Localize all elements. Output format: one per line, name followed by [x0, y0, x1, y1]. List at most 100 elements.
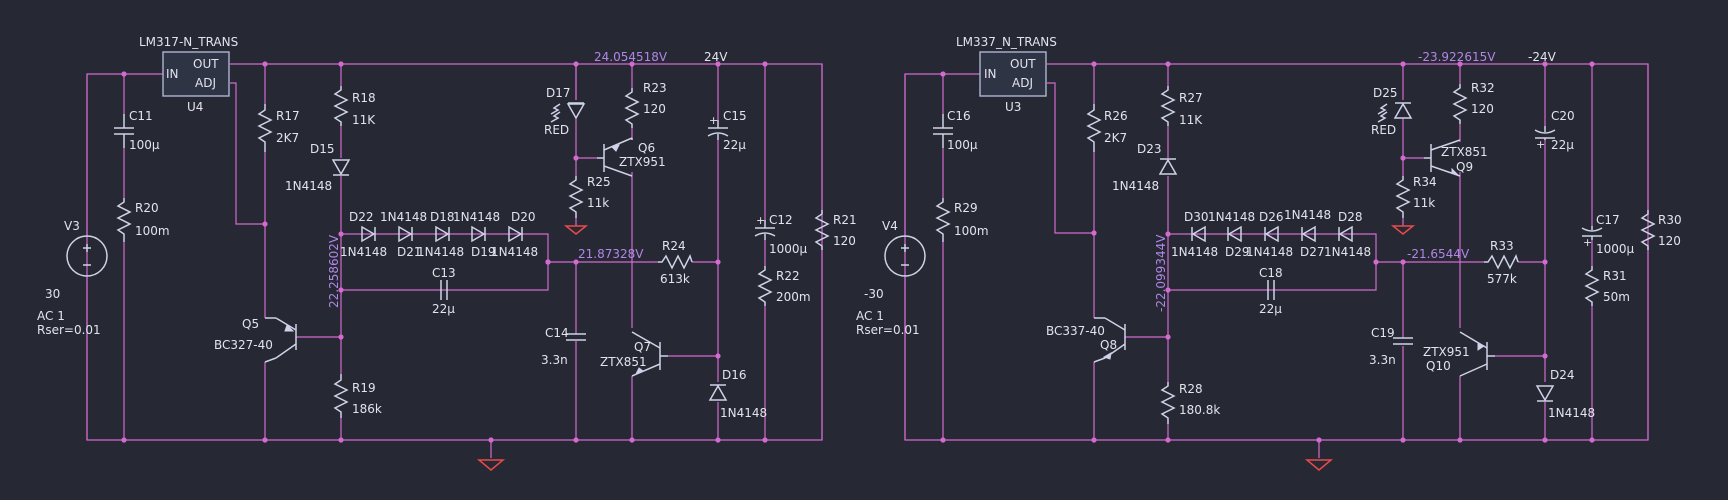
- d27-label: D27: [1300, 245, 1325, 259]
- transistor-q8[interactable]: BC337-40 Q8: [1046, 317, 1126, 363]
- diode-d19[interactable]: 1N4148 D19: [453, 210, 500, 259]
- diode-d27[interactable]: 1N4148 D27: [1284, 208, 1331, 259]
- d15-value: 1N4148: [285, 179, 332, 193]
- r27-label: R27: [1179, 91, 1203, 105]
- resistor-r24[interactable]: R24 613k: [658, 239, 693, 286]
- resistor-r26[interactable]: R26 2K7: [1086, 104, 1128, 152]
- r21-value: 120: [833, 234, 856, 248]
- d30-value: 1N4148: [1171, 245, 1218, 259]
- d24-label: D24: [1550, 368, 1575, 382]
- c20-label: C20: [1551, 109, 1575, 123]
- resistor-r18[interactable]: R18 11K: [333, 86, 376, 127]
- resistor-r21[interactable]: R21 120: [814, 210, 857, 250]
- diode-d24[interactable]: D24 1N4148: [1535, 368, 1595, 420]
- c15-plus: +: [709, 114, 718, 127]
- capacitor-c16[interactable]: C16 100µ: [933, 109, 978, 152]
- r24-value: 613k: [660, 272, 690, 286]
- resistor-r34[interactable]: R34 11k: [1395, 175, 1437, 218]
- diode-chain-right: D30 1N4148 1N4148 D29 D26 1N4148 1N4148 …: [1171, 208, 1371, 259]
- resistor-r33[interactable]: R33 577k: [1484, 239, 1519, 286]
- resistor-r19[interactable]: R19 186k: [333, 374, 382, 418]
- right-mid-voltage: -21.6544V: [1407, 247, 1470, 261]
- diode-d23[interactable]: D23 1N4148: [1112, 142, 1178, 193]
- diode-d26[interactable]: D26 1N4148: [1246, 210, 1293, 259]
- u4-pin-in: IN: [166, 67, 179, 81]
- q9-value: ZTX851: [1441, 145, 1488, 159]
- diode-d15[interactable]: D15 1N4148: [285, 142, 351, 193]
- resistor-r22[interactable]: R22 200m: [757, 266, 811, 306]
- r30-label: R30: [1658, 213, 1682, 227]
- led-d25[interactable]: D25 RED: [1371, 86, 1413, 137]
- r31-value: 50m: [1603, 290, 1630, 304]
- r23-label: R23: [643, 81, 667, 95]
- transistor-q5[interactable]: Q5 BC327-40: [214, 317, 297, 363]
- resistor-r30[interactable]: R30 120: [1640, 210, 1682, 250]
- diode-d29[interactable]: 1N4148 D29: [1208, 210, 1255, 259]
- c19-value: 3.3n: [1369, 353, 1396, 367]
- voltage-source-v3[interactable]: V3 30 AC 1 Rser=0.01: [37, 219, 108, 337]
- diode-d20[interactable]: D20 1N4148: [491, 210, 538, 259]
- right-circuit: IN OUT ADJ LM337_N_TRANS U3 -23.922615V …: [856, 35, 1682, 471]
- c16-value: 100µ: [947, 138, 978, 152]
- capacitor-c15[interactable]: + C15 22µ: [707, 109, 747, 152]
- transistor-q7[interactable]: Q7 ZTX851: [600, 331, 668, 377]
- r25-label: R25: [587, 175, 611, 189]
- right-regulator-u3[interactable]: IN OUT ADJ LM337_N_TRANS U3: [956, 35, 1057, 114]
- c19-label: C19: [1371, 326, 1395, 340]
- transistor-q9[interactable]: ZTX851 Q9: [1424, 139, 1488, 177]
- capacitor-c19[interactable]: C19 3.3n: [1369, 326, 1413, 367]
- u4-ref-label: U4: [187, 100, 203, 114]
- capacitor-c18[interactable]: C18 22µ: [1259, 266, 1283, 316]
- capacitor-c13[interactable]: C13 22µ: [432, 266, 456, 316]
- resistor-r27[interactable]: R27 11K: [1160, 86, 1203, 127]
- c17-label: C17: [1596, 213, 1620, 227]
- capacitor-c14[interactable]: C14 3.3n: [541, 326, 586, 367]
- d18-value: 1N4148: [417, 245, 464, 259]
- r22-label: R22: [776, 269, 800, 283]
- r33-value: 577k: [1487, 272, 1517, 286]
- d17-label: D17: [546, 86, 571, 100]
- u4-pin-out: OUT: [193, 57, 219, 71]
- d29-value: 1N4148: [1208, 210, 1255, 224]
- ground-r25: [563, 225, 589, 235]
- r32-label: R32: [1471, 81, 1495, 95]
- diode-d18[interactable]: D18 1N4148: [417, 210, 464, 259]
- diode-d21[interactable]: 1N4148 D21: [380, 210, 427, 259]
- capacitor-c11[interactable]: C11 100µ: [114, 109, 160, 152]
- resistor-r25[interactable]: R25 11k: [568, 175, 611, 218]
- capacitor-c17[interactable]: + C17 1000µ: [1581, 213, 1635, 256]
- capacitor-c12[interactable]: + C12 1000µ: [754, 213, 808, 256]
- d28-value: 1N4148: [1324, 245, 1371, 259]
- d19-value: 1N4148: [453, 210, 500, 224]
- resistor-r23[interactable]: R23 120: [624, 81, 667, 128]
- diode-d22[interactable]: D22 1N4148: [340, 210, 387, 259]
- r19-label: R19: [352, 381, 376, 395]
- r28-label: R28: [1179, 382, 1203, 396]
- d22-value: 1N4148: [340, 245, 387, 259]
- c12-plus: +: [756, 214, 765, 227]
- resistor-r29[interactable]: R29 100m: [935, 198, 989, 242]
- c14-value: 3.3n: [541, 353, 568, 367]
- q5-value: BC327-40: [214, 338, 273, 352]
- d26-label: D26: [1259, 210, 1284, 224]
- led-d17[interactable]: D17 RED: [544, 64, 586, 137]
- v3-ac: AC 1: [37, 309, 65, 323]
- r20-label: R20: [135, 201, 159, 215]
- c12-value: 1000µ: [769, 242, 808, 256]
- resistor-r32[interactable]: R32 120: [1452, 81, 1495, 124]
- resistor-r31[interactable]: R31 50m: [1584, 266, 1630, 306]
- q10-value: ZTX951: [1423, 345, 1470, 359]
- capacitor-c20[interactable]: + C20 22µ: [1534, 109, 1575, 152]
- transistor-q6[interactable]: Q6 ZTX951: [597, 137, 666, 177]
- diode-d30[interactable]: D30 1N4148: [1171, 210, 1218, 259]
- left-regulator-u4[interactable]: IN OUT ADJ LM317-N_TRANS U4: [139, 35, 238, 114]
- diode-d28[interactable]: D28 1N4148: [1324, 210, 1371, 259]
- c12-label: C12: [769, 213, 793, 227]
- resistor-r28[interactable]: R28 180.8k: [1160, 382, 1220, 424]
- ground-right: [1304, 459, 1334, 471]
- resistor-r17[interactable]: R17 2K7: [257, 104, 300, 152]
- voltage-source-v4[interactable]: V4 -30 AC 1 Rser=0.01: [856, 219, 926, 337]
- diode-d16[interactable]: D16 1N4148: [708, 368, 767, 420]
- resistor-r20[interactable]: R20 100m: [116, 198, 170, 242]
- transistor-q10[interactable]: ZTX951 Q10: [1423, 331, 1495, 377]
